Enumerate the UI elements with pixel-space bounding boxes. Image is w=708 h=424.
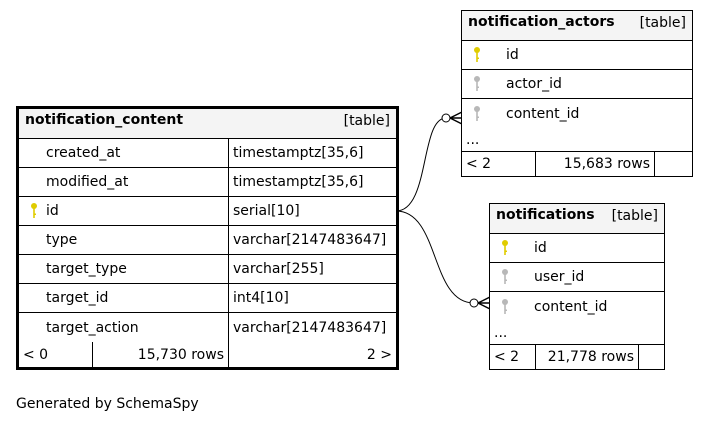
parents-count[interactable]: < 2 bbox=[466, 156, 492, 172]
edge-notifications-optional-marker bbox=[469, 298, 479, 308]
column-row-id[interactable]: id serial[10] bbox=[19, 197, 396, 226]
column-name: target_type bbox=[46, 261, 127, 277]
foreign-key-icon bbox=[472, 99, 482, 128]
column-row-created-at[interactable]: created_at timestamptz[35,6] bbox=[19, 139, 396, 168]
edge-content-to-actors bbox=[395, 117, 447, 212]
column-row-content-id[interactable]: content_id bbox=[490, 292, 664, 321]
table-footer: < 2 21,778 rows bbox=[490, 345, 664, 369]
foreign-key-icon bbox=[500, 292, 510, 321]
column-row-type[interactable]: type varchar[2147483647] bbox=[19, 226, 396, 255]
column-name: content_id bbox=[506, 105, 580, 122]
table-header: notification_actors [table] bbox=[462, 11, 692, 41]
column-name: id bbox=[46, 203, 59, 219]
table-type: [table] bbox=[343, 113, 390, 129]
column-datatype: timestamptz[35,6] bbox=[228, 168, 396, 196]
column-name: actor_id bbox=[506, 76, 562, 92]
table-footer: < 0 15,730 rows 2 > bbox=[19, 342, 396, 367]
table-notifications[interactable]: notifications [table] id user_id content_i… bbox=[489, 203, 665, 370]
column-name: target_action bbox=[46, 319, 139, 336]
column-name: content_id bbox=[534, 298, 608, 315]
children-count[interactable] bbox=[638, 345, 664, 369]
column-row-id[interactable]: id bbox=[490, 234, 664, 263]
column-name: id bbox=[506, 47, 519, 63]
column-datatype: varchar[2147483647] bbox=[228, 226, 396, 254]
parents-count[interactable]: < 2 bbox=[494, 349, 520, 365]
column-row-content-id[interactable]: content_id bbox=[462, 99, 692, 128]
table-name: notification_actors bbox=[468, 14, 615, 30]
edge-content-to-notifications bbox=[395, 210, 475, 304]
column-name: id bbox=[534, 240, 547, 256]
table-type: [table] bbox=[639, 15, 686, 31]
column-datatype: varchar[255] bbox=[228, 255, 396, 283]
column-datatype: int4[10] bbox=[228, 284, 396, 312]
primary-key-icon bbox=[472, 41, 482, 69]
row-count: 21,778 rows bbox=[535, 345, 638, 369]
column-name: modified_at bbox=[46, 174, 129, 190]
primary-key-icon bbox=[500, 234, 510, 262]
column-row-user-id[interactable]: user_id bbox=[490, 263, 664, 292]
table-name: notification_content bbox=[25, 112, 184, 128]
column-name: created_at bbox=[46, 145, 121, 161]
row-count: 15,683 rows bbox=[535, 152, 654, 176]
column-row-id[interactable]: id bbox=[462, 41, 692, 70]
foreign-key-icon bbox=[500, 263, 510, 291]
table-name: notifications bbox=[496, 207, 595, 223]
primary-key-icon bbox=[29, 197, 39, 225]
column-datatype: varchar[2147483647] bbox=[228, 313, 396, 342]
parents-count[interactable]: < 0 bbox=[23, 346, 49, 363]
column-row-target-type[interactable]: target_type varchar[255] bbox=[19, 255, 396, 284]
column-datatype: serial[10] bbox=[228, 197, 396, 225]
column-row-modified-at[interactable]: modified_at timestamptz[35,6] bbox=[19, 168, 396, 197]
edge-actors-optional-marker bbox=[441, 113, 451, 123]
column-row-target-id[interactable]: target_id int4[10] bbox=[19, 284, 396, 313]
edge-notifications-crowfoot bbox=[477, 296, 491, 310]
foreign-key-icon bbox=[472, 70, 482, 98]
table-type: [table] bbox=[611, 208, 658, 224]
column-name: type bbox=[46, 232, 78, 248]
column-name: user_id bbox=[534, 269, 585, 285]
column-name: target_id bbox=[46, 290, 109, 306]
ellipsis-row: ... bbox=[490, 321, 664, 345]
table-header: notifications [table] bbox=[490, 204, 664, 234]
children-count[interactable]: 2 > bbox=[228, 342, 396, 367]
children-count[interactable] bbox=[654, 152, 692, 176]
table-footer: < 2 15,683 rows bbox=[462, 152, 692, 176]
row-count: 15,730 rows bbox=[92, 342, 228, 367]
column-row-target-action[interactable]: target_action varchar[2147483647] bbox=[19, 313, 396, 342]
ellipsis-row: ... bbox=[462, 128, 692, 152]
table-header: notification_content [table] bbox=[19, 109, 396, 139]
edge-actors-crowfoot bbox=[449, 111, 463, 125]
column-row-actor-id[interactable]: actor_id bbox=[462, 70, 692, 99]
generated-by-label: Generated by SchemaSpy bbox=[16, 396, 199, 412]
column-datatype: timestamptz[35,6] bbox=[228, 139, 396, 167]
